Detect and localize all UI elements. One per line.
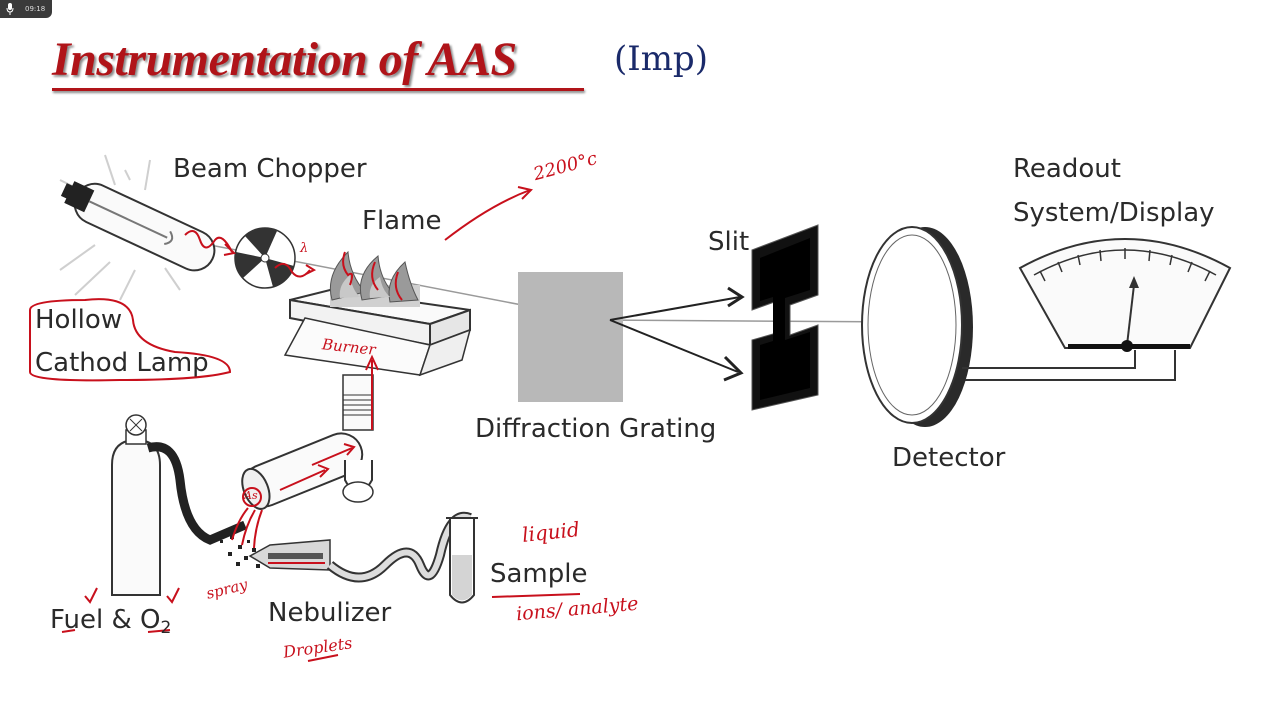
recording-indicator: 09:18 — [0, 0, 52, 18]
flame-label: Flame — [362, 206, 442, 236]
as-annotation: As — [244, 489, 258, 502]
sample-label: Sample — [490, 559, 588, 589]
slit-label: Slit — [708, 227, 750, 257]
diffraction-grating-icon — [518, 272, 623, 402]
imp-annotation: (Imp) — [614, 39, 708, 79]
diffracted-ray-upper — [609, 296, 741, 321]
checkmark-icons — [84, 587, 180, 604]
detector-label: Detector — [892, 443, 1006, 473]
beam-chopper-label: Beam Chopper — [173, 154, 367, 184]
title-underline — [52, 88, 584, 91]
detector-wires — [962, 350, 1176, 381]
fuel-o2-label: Fuel & O2 — [50, 607, 171, 637]
system-display-label: System/Display — [1013, 198, 1215, 228]
diffracted-arrowhead-lower — [723, 355, 744, 382]
diffracted-ray-lower — [609, 319, 739, 373]
hollow-cathode-lamp-icon — [59, 154, 216, 301]
diffraction-grating-label: Diffraction Grating — [475, 414, 717, 444]
sample-test-tube-icon — [446, 517, 478, 604]
nebulizer-label: Nebulizer — [268, 598, 392, 628]
o2-subscript: 2 — [160, 618, 172, 638]
liquid-annotation: liquid — [520, 517, 581, 547]
readout-meter-icon — [1018, 238, 1232, 352]
cathod-lamp-label: Cathod Lamp — [35, 348, 209, 378]
readout-label: Readout — [1013, 154, 1121, 184]
handwritten-red-strokes — [29, 186, 581, 662]
detector-icon — [861, 226, 973, 427]
microphone-icon — [5, 2, 15, 16]
page-title: Instrumentation of AAS — [52, 33, 517, 86]
hollow-label: Hollow — [35, 305, 123, 335]
sample-tubing — [326, 511, 472, 583]
diffracted-arrowhead-upper — [727, 286, 745, 308]
beam-chopper-icon — [234, 227, 296, 289]
burner-icon — [283, 288, 472, 431]
gas-cylinder-icon — [111, 414, 247, 596]
fuel-o2-text: Fuel & O — [50, 605, 161, 635]
recording-time: 09:18 — [25, 5, 46, 13]
lambda-annotation: λ — [300, 241, 309, 256]
light-beam-to-detector — [599, 319, 901, 323]
slit-icon — [751, 224, 819, 411]
meter-needle — [1126, 284, 1135, 346]
